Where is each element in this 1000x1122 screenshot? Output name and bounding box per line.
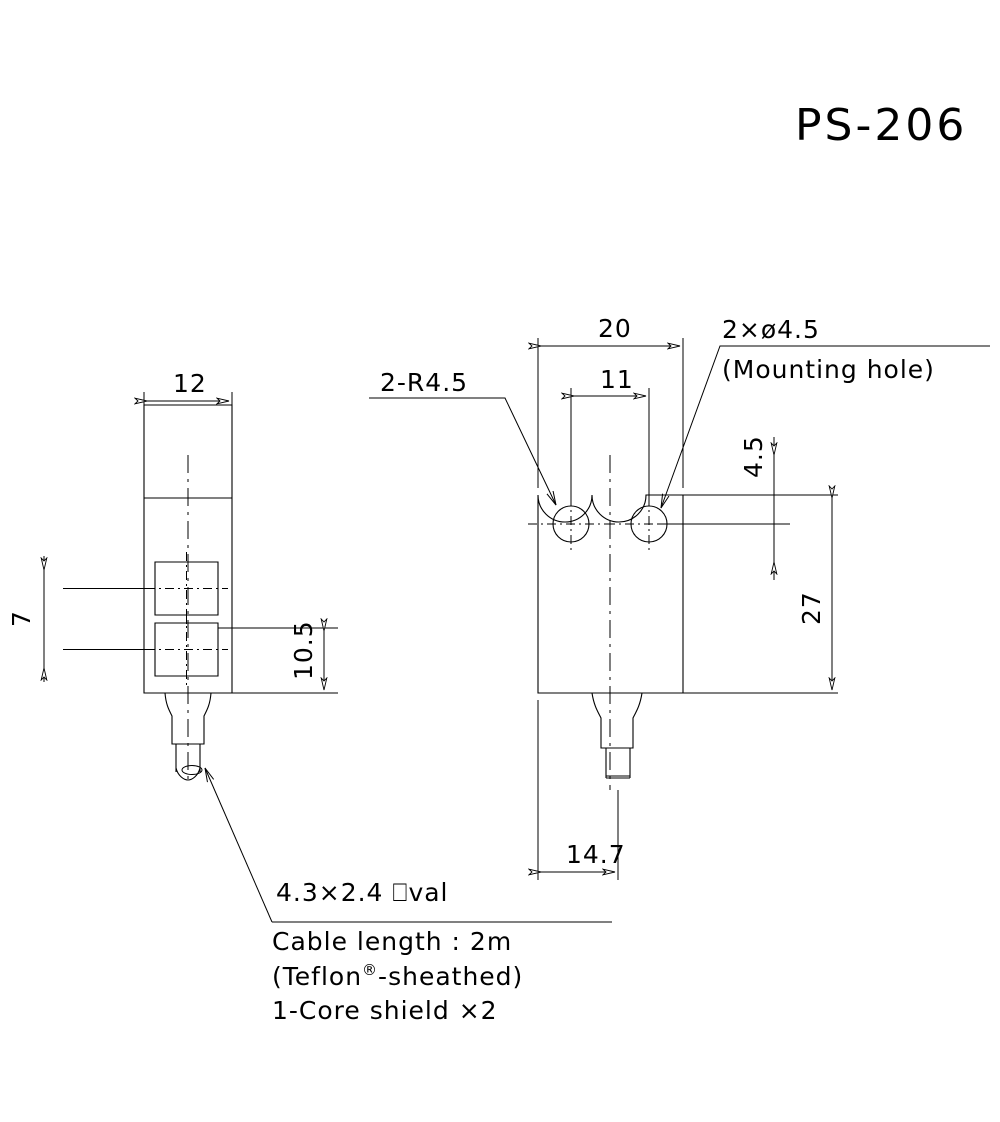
- note-cable-length: Cable length : 2m: [272, 927, 512, 956]
- note-cable-shape-suffix: val: [408, 878, 448, 907]
- dimension-label-4-5: 4.5: [739, 435, 768, 478]
- dimension-width-14-7: 14.7: [538, 700, 626, 880]
- dimension-height-27: 27: [683, 498, 838, 694]
- oval-box-glyph: ⎕: [392, 878, 408, 907]
- note-cable-shape: 4.3×2.4 ⎕val: [276, 878, 449, 907]
- note-sheath: (Teflon®-sheathed): [272, 961, 523, 991]
- note-core: 1-Core shield ×2: [272, 996, 498, 1025]
- dimension-label-20: 20: [598, 314, 632, 343]
- dimension-label-27: 27: [797, 591, 826, 625]
- callout-mounting-hole: 2×ø4.5 (Mounting hole): [661, 315, 990, 508]
- cable-note-block: 4.3×2.4 ⎕val Cable length : 2m (Teflon®-…: [205, 768, 612, 1025]
- registered-trademark-icon: ®: [362, 961, 378, 979]
- dimension-width-11: 11: [571, 365, 650, 505]
- sensor-window-upper: [154, 561, 219, 616]
- callout-label-hole-desc: (Mounting hole): [722, 355, 935, 384]
- dimension-label-7: 7: [7, 610, 36, 627]
- note-sheath-suffix: -sheathed): [378, 962, 523, 991]
- dimension-label-11: 11: [600, 365, 634, 394]
- front-view-geometry: [528, 455, 692, 790]
- callout-label-hole-dia: 2×ø4.5: [722, 315, 820, 344]
- page-title: PS-206: [795, 100, 967, 151]
- dimension-label-12: 12: [173, 369, 207, 398]
- callout-radius: 2-R4.5: [369, 368, 556, 505]
- dimension-label-14-7: 14.7: [566, 840, 626, 869]
- dimension-width-12: 12: [144, 369, 233, 405]
- dimension-width-20: 20: [538, 314, 684, 488]
- dimension-height-4-5: 4.5: [658, 435, 838, 580]
- side-view-geometry: [143, 404, 233, 785]
- callout-label-radius: 2-R4.5: [380, 368, 468, 397]
- dimension-height-7: 7: [7, 556, 155, 682]
- dimension-height-10-5: 10.5: [218, 620, 338, 694]
- sensor-window-lower: [154, 622, 219, 677]
- dimension-label-10-5: 10.5: [289, 620, 318, 680]
- note-sheath-prefix: (Teflon: [272, 962, 362, 991]
- note-cable-shape-prefix: 4.3×2.4: [276, 878, 392, 907]
